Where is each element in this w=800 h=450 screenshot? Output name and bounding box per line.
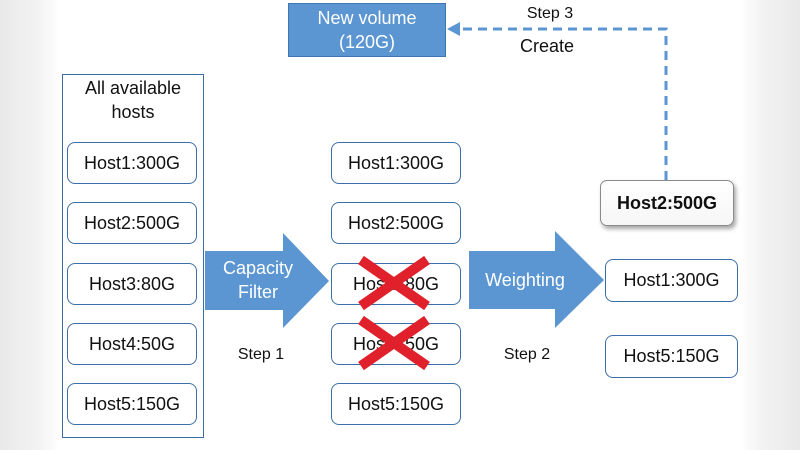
step3-label: Step 3 [526,5,574,22]
weighting-arrow [469,231,604,328]
filtered-host-item: Host2:500G [331,202,461,244]
all-host-item: Host2:500G [67,202,197,244]
capacity-filter-arrow [205,233,329,328]
weighted-host-item: Host5:150G [605,335,738,378]
all-host-item: Host1:300G [67,142,197,184]
new-volume-box: New volume (120G) [288,3,446,57]
all-hosts-title: All available hosts [62,76,204,124]
step1-label: Step 1 [237,346,285,363]
create-label: Create [520,36,575,56]
new-volume-label: New volume [317,8,417,28]
step2-label: Step 2 [503,346,551,363]
reject-cross-icon [358,316,430,371]
all-hosts-title-line2: hosts [111,102,155,122]
filtered-host-item: Host5:150G [331,383,461,425]
new-volume-size: (120G) [338,32,396,52]
all-host-item: Host5:150G [67,383,197,425]
capacity-filter-label-line1: Capacity [222,258,294,278]
filtered-host-item: Host1:300G [331,142,461,184]
all-hosts-container [62,74,204,438]
capacity-filter-label: Capacity Filter [208,256,308,304]
selected-host: Host2:500G [600,180,734,226]
capacity-filter-label-line2: Filter [238,282,278,302]
all-host-item: Host3:80G [67,263,197,305]
weighted-host-item: Host1:300G [605,259,738,302]
weighting-label: Weighting [485,270,565,290]
all-hosts-title-line1: All available [84,78,182,98]
all-host-item: Host4:50G [67,323,197,365]
reject-cross-icon [358,256,430,311]
